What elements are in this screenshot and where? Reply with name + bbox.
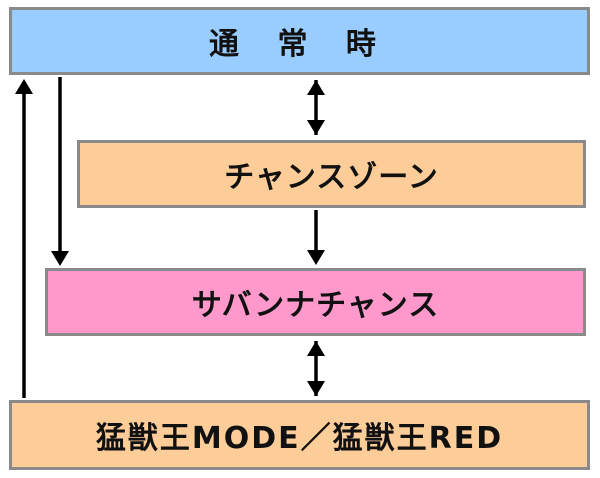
- arrow-savanna-king-mode: [307, 341, 325, 396]
- state-king-mode: 猛獣王MODE／猛獣王RED: [9, 400, 590, 470]
- arrow-normal-chance-zone: [307, 80, 325, 135]
- state-normal-label: 通 常 時: [209, 27, 390, 62]
- state-savanna-chance-label: サバンナチャンス: [191, 288, 440, 323]
- arrow-king-mode-normal: [15, 79, 33, 398]
- state-king-mode-label: 猛獣王MODE／猛獣王RED: [95, 421, 504, 456]
- state-chance-zone-label: チャンスゾーン: [224, 160, 439, 195]
- arrow-normal-savanna: [51, 77, 69, 266]
- state-normal: 通 常 時: [9, 7, 590, 75]
- state-savanna-chance: サバンナチャンス: [45, 268, 586, 336]
- arrow-chance-zone-savanna: [307, 210, 325, 265]
- state-chance-zone: チャンスゾーン: [77, 140, 586, 208]
